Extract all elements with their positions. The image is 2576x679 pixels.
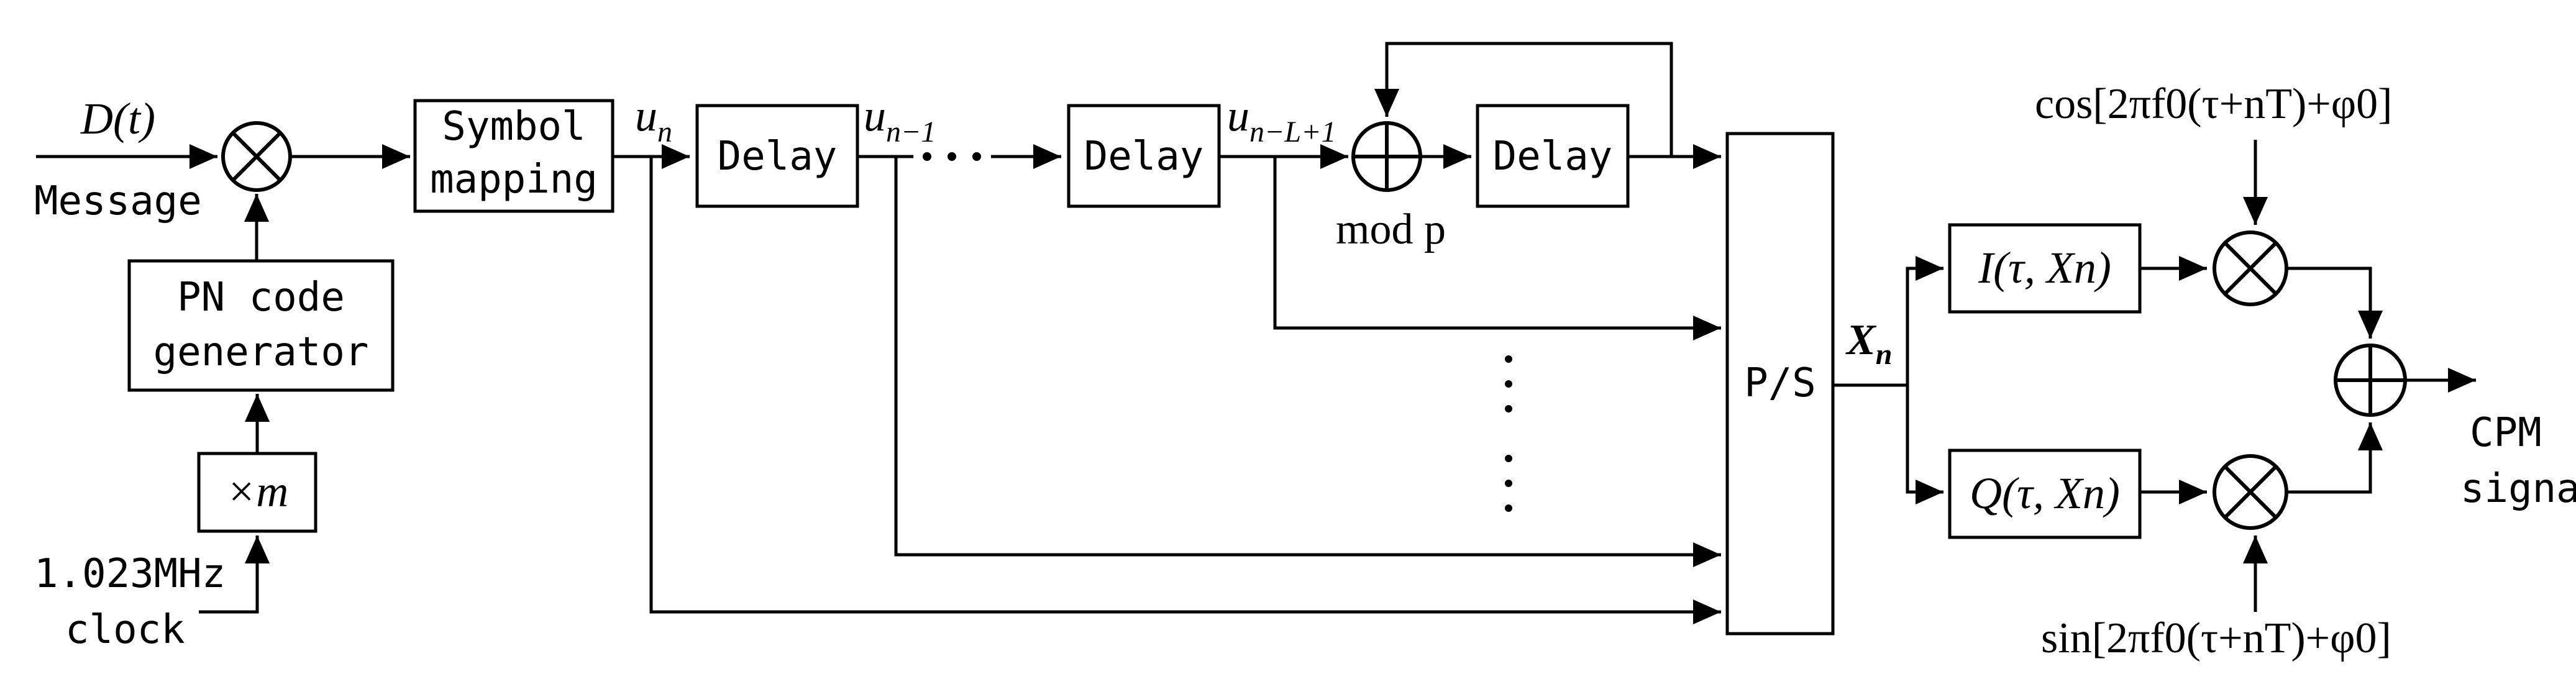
to-i-branch-wire xyxy=(1906,256,1943,385)
clock-label-line2: clock xyxy=(65,607,185,653)
symbol-mapping-label-line1: Symbol xyxy=(442,104,585,150)
q-mixer-to-summer-wire xyxy=(2286,422,2383,494)
spreading-multiplier xyxy=(221,121,292,192)
delay-block-2 xyxy=(1067,104,1221,208)
message-label: Message xyxy=(34,178,202,224)
output-summer xyxy=(2334,344,2407,417)
delay-label-2: Delay xyxy=(1084,134,1204,180)
clock-label-line1: 1.023MHz xyxy=(34,551,226,597)
input-signal-label: D(t) xyxy=(80,94,155,144)
pn-code-generator-block xyxy=(127,259,395,392)
feedback-wire xyxy=(1374,42,1673,157)
delay-label-3: Delay xyxy=(1493,134,1613,180)
vertical-ellipsis xyxy=(1505,355,1512,512)
tap-un-wire xyxy=(649,157,1721,624)
quadrature-mixer xyxy=(2213,454,2288,530)
mod-p-label: mod p xyxy=(1336,206,1446,253)
symbol-mapping-label-line2: mapping xyxy=(430,157,598,203)
quadrature-block xyxy=(1948,449,2142,539)
to-q-branch-wire xyxy=(1906,385,1943,504)
delay-block-3 xyxy=(1476,104,1630,208)
quadrature-label: Q(τ, Xn) xyxy=(1970,468,2120,518)
cos-carrier-label: cos[2πf0(τ+nT)+φ0] xyxy=(2035,80,2392,128)
signal-un-label: un xyxy=(635,91,672,148)
delay-block-1 xyxy=(695,104,859,208)
in-phase-label: I(τ, Xn) xyxy=(1978,243,2111,293)
clock-wire xyxy=(199,535,270,614)
ellipsis-dot xyxy=(923,152,931,161)
output-label-line1: CPM xyxy=(2470,410,2542,456)
in-phase-mixer xyxy=(2213,230,2288,306)
tap-un-1-wire xyxy=(894,157,1721,567)
parallel-to-serial-label: P/S xyxy=(1744,360,1816,406)
signal-un-minus-l-plus-1-label: un−L+1 xyxy=(1227,91,1336,148)
ellipsis-dot xyxy=(948,152,956,161)
frequency-multiplier-label: ×m xyxy=(226,467,289,516)
in-phase-block xyxy=(1948,223,2142,314)
delay-label-1: Delay xyxy=(718,134,838,180)
ellipsis-dot xyxy=(972,152,981,161)
symbol-mapping-block xyxy=(413,99,614,213)
mod-p-adder xyxy=(1351,121,1422,192)
pn-code-label-line1: PN code xyxy=(177,275,345,321)
pn-code-label-line2: generator xyxy=(153,329,369,375)
sin-carrier-label: sin[2πf0(τ+nT)+φ0] xyxy=(2041,614,2391,662)
parallel-to-serial-block xyxy=(1725,132,1835,636)
output-label-line2: signal xyxy=(2460,466,2576,512)
signal-xn-label: Xn xyxy=(1845,316,1892,371)
tap-un-l-plus-1-wire xyxy=(1273,157,1721,340)
signal-un-minus-1-label: un−1 xyxy=(864,91,936,148)
i-mixer-to-summer-wire xyxy=(2286,267,2383,339)
frequency-multiplier-block xyxy=(197,452,317,533)
